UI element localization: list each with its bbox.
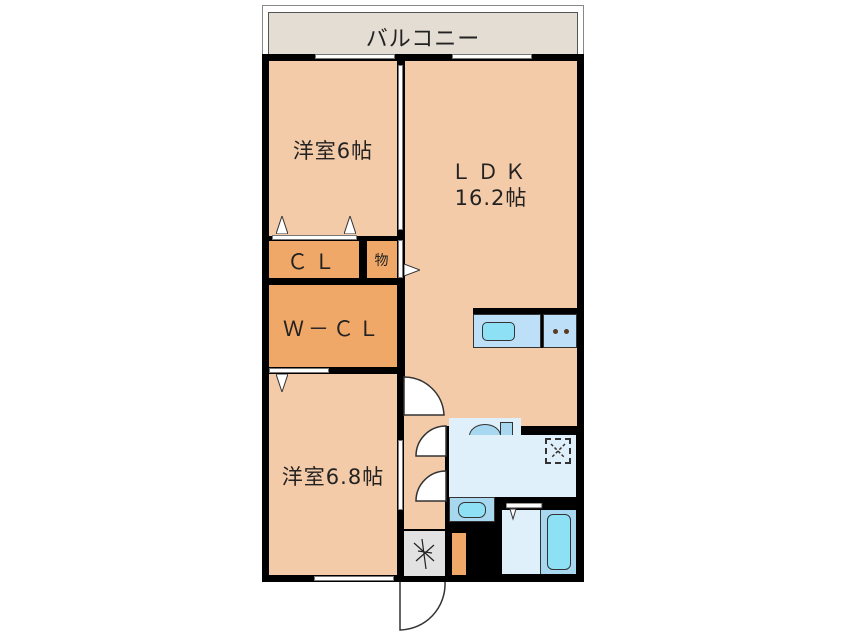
wcl-sliding-door	[269, 368, 329, 373]
room-western-1-label: 洋室6帖	[292, 139, 374, 163]
entrance	[404, 531, 445, 576]
washing-machine-icon	[545, 438, 571, 464]
sink-icon	[482, 322, 515, 341]
shoe-box-icon	[413, 538, 435, 570]
washbasin-bowl-icon	[458, 502, 486, 518]
burner-icon-1	[553, 329, 558, 334]
balcony: バルコニー	[268, 12, 578, 55]
toilet-door-swing-icon	[415, 425, 447, 457]
kitchen-counter	[473, 308, 577, 348]
washroom	[449, 435, 576, 497]
ldk-label-line2: 16.2帖	[454, 186, 528, 210]
room-western-1: 洋室6帖	[269, 61, 397, 236]
bath-door-marker-icon	[506, 503, 543, 521]
washroom-door-swing-icon	[415, 470, 447, 502]
bathtub-basin-icon	[547, 514, 571, 570]
room-western-2: 洋室6.8帖	[269, 374, 397, 575]
closet-sliding-door	[272, 235, 357, 240]
door-marker-icon	[404, 264, 420, 276]
closet: ＣＬ	[269, 241, 359, 278]
closet-label: ＣＬ	[287, 250, 341, 274]
entrance-door-swing-icon	[399, 582, 446, 631]
ldk-label-line1: ＬＤＫ	[450, 160, 532, 184]
storage-door	[398, 240, 403, 278]
walk-in-closet: Ｗ－ＣＬ	[269, 285, 397, 367]
washbasin	[449, 497, 495, 522]
storage-label: 物	[374, 253, 390, 269]
door-marker-icon	[344, 216, 356, 234]
door-marker-icon	[276, 374, 288, 392]
burner-icon-2	[564, 329, 569, 334]
window-western-1	[315, 54, 395, 59]
stove-area	[543, 314, 577, 348]
ldk-door-swing-icon	[403, 376, 445, 416]
walk-in-closet-label: Ｗ－ＣＬ	[283, 317, 383, 341]
sliding-door-ldk	[398, 65, 403, 230]
room-western-2-label: 洋室6.8帖	[281, 465, 385, 489]
entrance-storage	[452, 533, 466, 575]
balcony-label: バルコニー	[365, 27, 481, 52]
door-marker-icon	[276, 216, 288, 234]
sink-area	[473, 314, 541, 348]
window-western-2	[314, 576, 394, 581]
storage: 物	[367, 241, 397, 278]
bathroom	[502, 510, 576, 574]
window-ldk	[452, 54, 532, 59]
bathtub	[540, 510, 576, 574]
western-2-sliding-door	[398, 440, 403, 510]
